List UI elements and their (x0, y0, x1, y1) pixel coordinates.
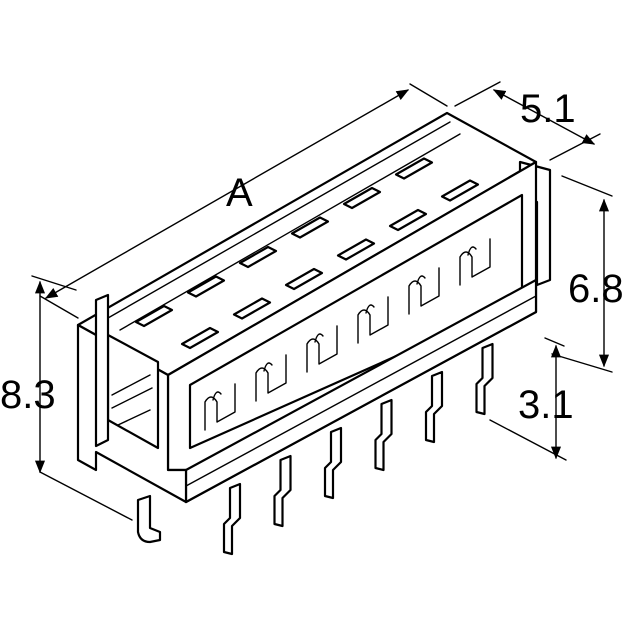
inner-contact-tip (365, 304, 375, 314)
solder-pin (424, 370, 444, 444)
dimension-width: 5.1 (454, 81, 601, 161)
solder-pin (273, 454, 292, 528)
dimension-label-total-height: 8.3 (0, 373, 56, 417)
solder-pin (222, 482, 242, 556)
solder-pin (323, 426, 343, 500)
contact-slot (180, 326, 220, 350)
connector-body (76, 111, 552, 504)
solder-pin (475, 342, 494, 416)
inner-contact-tip (416, 275, 426, 285)
inner-contact (306, 325, 338, 373)
dimension-label-lead-length: 3.1 (518, 383, 574, 427)
dimension-body-height: 6.8 (551, 175, 624, 373)
inner-contact-tip (263, 362, 273, 372)
solder-pin (136, 494, 162, 544)
inner-contact-tip (314, 333, 324, 343)
solder-pins (136, 342, 494, 556)
inner-contact (459, 238, 491, 286)
contact-slot (232, 297, 272, 320)
inner-contact (204, 383, 236, 431)
inner-contact-tip (212, 391, 222, 401)
dimension-length: A (39, 83, 448, 319)
solder-pin (374, 398, 393, 472)
contact-slot (134, 304, 174, 328)
dimension-label-a: A (226, 171, 253, 215)
inner-contact (408, 267, 440, 315)
inner-contact (255, 354, 287, 402)
dimension-label-body-height: 6.8 (568, 267, 624, 311)
inner-contact (357, 296, 389, 344)
dimension-label-width: 5.1 (520, 87, 576, 131)
inner-contact-tip (467, 246, 477, 256)
dimension-total-height: 8.3 (0, 275, 133, 521)
dimension-lead-length: 3.1 (489, 337, 574, 461)
inner-contacts (204, 238, 491, 431)
contact-slot (440, 179, 480, 202)
